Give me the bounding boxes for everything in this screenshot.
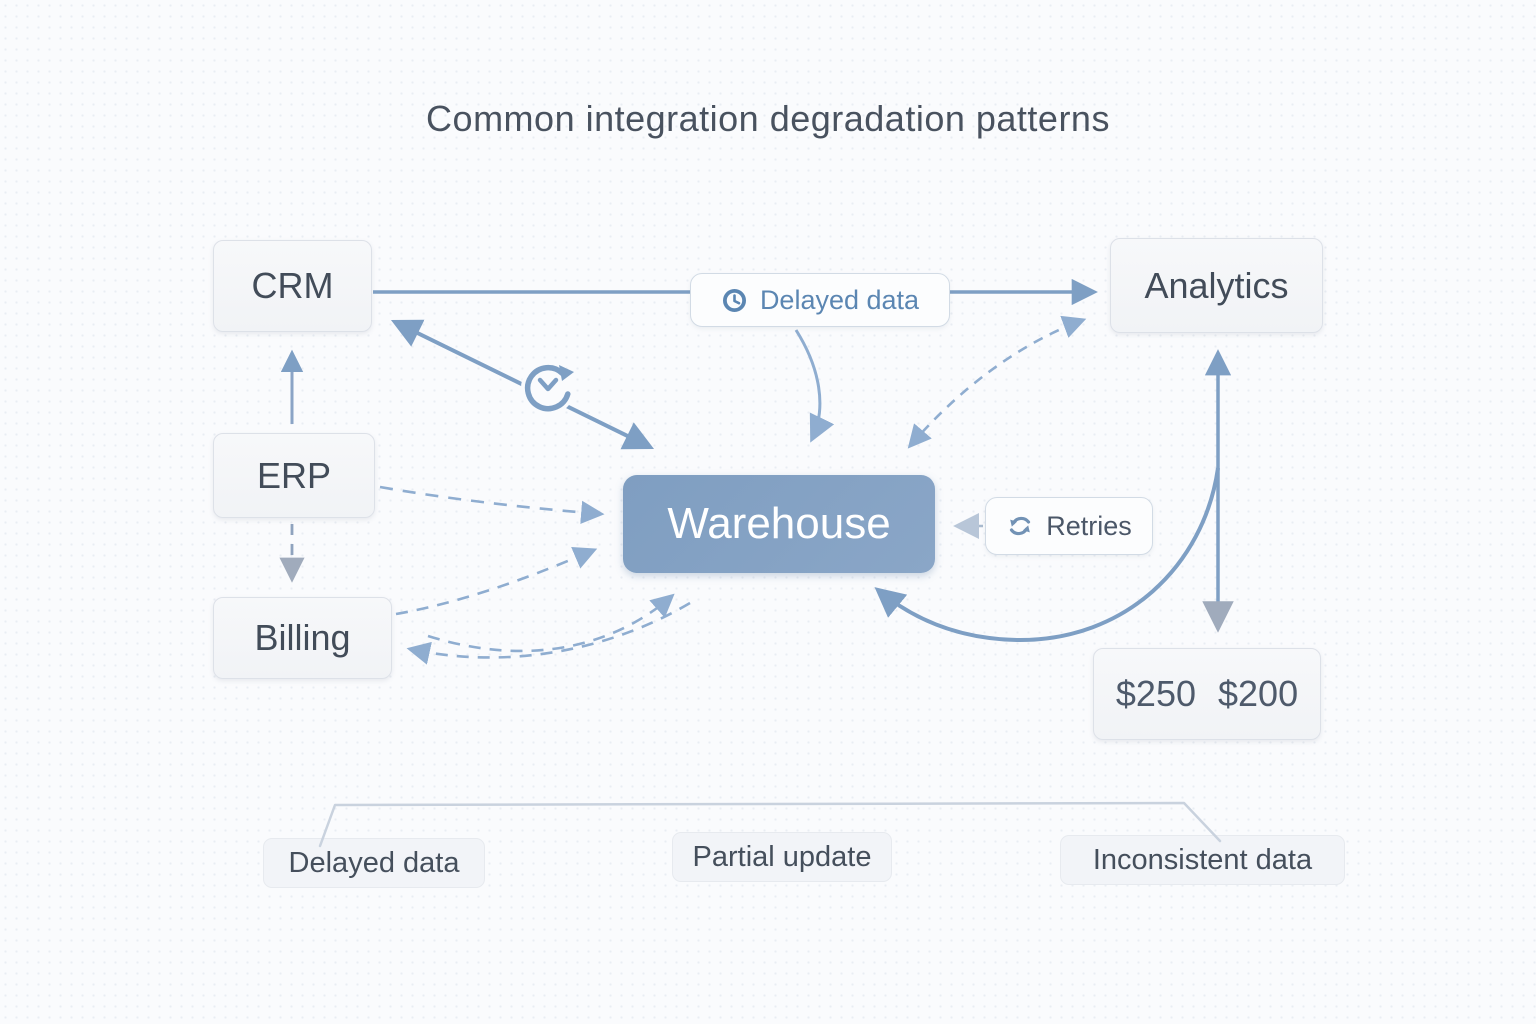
amount-value-2: $200 [1218, 673, 1299, 714]
node-erp: ERP [213, 433, 375, 518]
node-analytics-label: Analytics [1144, 264, 1289, 306]
page-title: Common integration degradation patterns [426, 98, 1110, 139]
edge-warehouse-billing [406, 601, 691, 665]
node-crm: CRM [213, 240, 372, 332]
amount-value-1: $250 [1115, 673, 1196, 714]
edge-warehouse-analytics [907, 315, 1087, 449]
legend-item-label: Inconsistent data [1092, 843, 1313, 876]
node-warehouse: Warehouse [623, 475, 935, 573]
legend-item-partial-update: Partial update [672, 832, 892, 882]
edge-crm-warehouse [390, 319, 655, 450]
edge-billing-warehouse-lower [427, 593, 675, 653]
node-crm-label: CRM [251, 265, 334, 306]
delayed-data-badge: Delayed data [690, 273, 950, 327]
legend-item-label: Partial update [692, 840, 872, 873]
retries-badge-label: Retries [1046, 510, 1132, 541]
legend-item-label: Delayed data [288, 846, 460, 879]
node-billing: Billing [213, 597, 392, 679]
node-erp-label: ERP [256, 454, 332, 496]
node-billing-label: Billing [254, 617, 351, 658]
edge-erp-warehouse [379, 485, 605, 525]
legend-item-delayed-data: Delayed data [263, 838, 485, 888]
sync-clock-icon [521, 361, 575, 415]
delayed-data-badge-label: Delayed data [759, 284, 920, 315]
node-analytics: Analytics [1110, 238, 1323, 333]
edge-delayed-warehouse [794, 329, 835, 443]
node-amounts: $250 $200 [1093, 648, 1321, 740]
edge-billing-warehouse-upper [395, 547, 598, 616]
refresh-icon [1006, 512, 1034, 540]
node-warehouse-label: Warehouse [667, 499, 891, 548]
retries-badge: Retries [985, 497, 1153, 555]
clock-icon [721, 287, 748, 314]
legend-item-inconsistent-data: Inconsistent data [1060, 835, 1345, 885]
